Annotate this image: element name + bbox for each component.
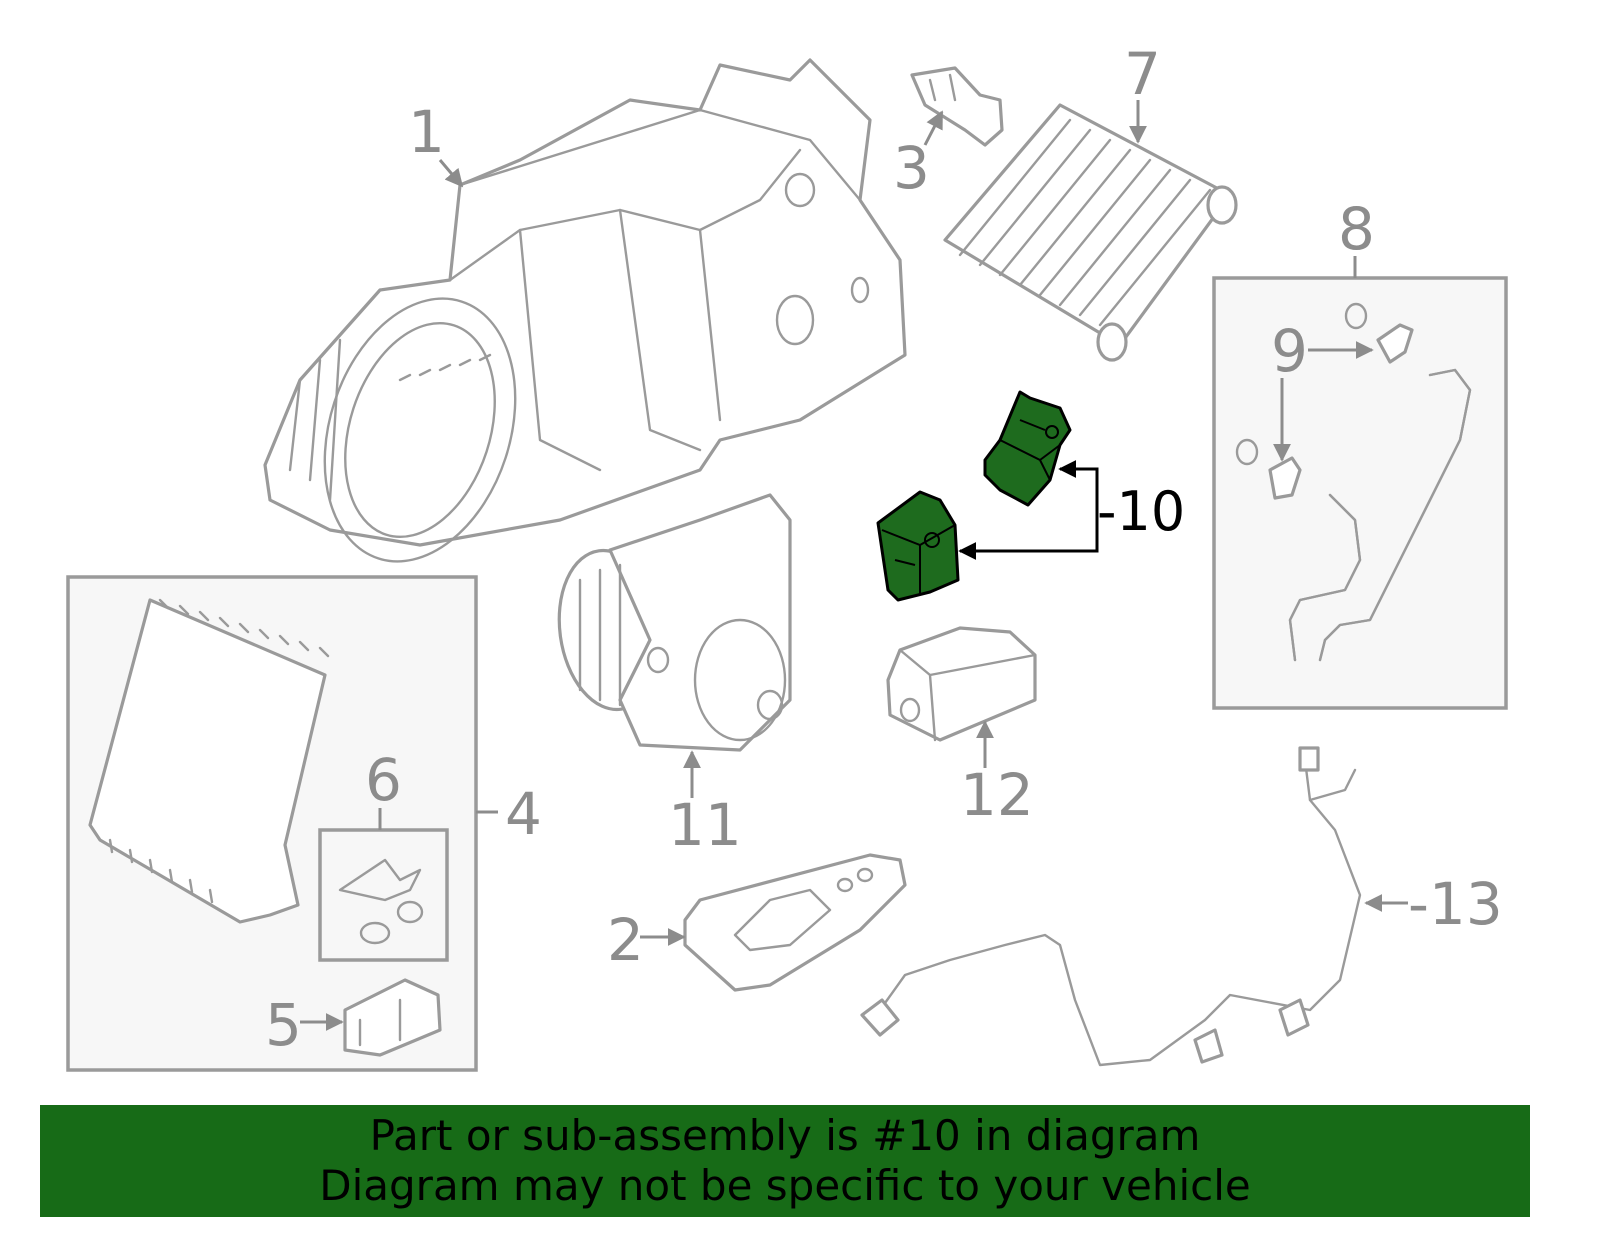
part-4-evaporator <box>88 598 330 924</box>
callout-2: 2 <box>607 906 644 974</box>
callout-8: 8 <box>1338 195 1375 263</box>
box-part-8 <box>1212 276 1508 710</box>
part-2-gasket <box>683 853 907 992</box>
info-banner: Part or sub-assembly is #10 in diagram D… <box>40 1105 1530 1217</box>
banner-line-1: Part or sub-assembly is #10 in diagram <box>369 1111 1201 1160</box>
part-1-hvac-housing <box>263 58 907 563</box>
callout-12: 12 <box>960 761 1034 829</box>
banner-line-2: Diagram may not be specific to your vehi… <box>319 1161 1251 1210</box>
callout-9: 9 <box>1271 317 1308 385</box>
part-6-seal-kit <box>338 858 424 945</box>
callout-7: 7 <box>1124 40 1161 108</box>
callout-1: 1 <box>408 98 445 166</box>
callout-4: 4 <box>505 780 542 848</box>
box-part-6 <box>318 828 449 962</box>
leader-3 <box>923 110 944 146</box>
part-7-heater-core <box>943 103 1238 362</box>
callout-6: 6 <box>365 746 402 814</box>
part-11-blower-motor <box>557 493 792 752</box>
callout-11: 11 <box>668 791 742 859</box>
part-10-actuator-upper <box>983 390 1072 507</box>
part-5-expansion-valve <box>343 978 442 1057</box>
leader-10-upper <box>1058 460 1099 512</box>
part-13-wiring-harness <box>860 746 1362 1067</box>
callout-13: -13 <box>1408 870 1503 938</box>
part-9-clip <box>1268 323 1414 500</box>
part-10-actuator-lower <box>876 490 960 602</box>
callout-3: 3 <box>893 134 930 202</box>
callout-5: 5 <box>265 991 302 1059</box>
part-8-heater-hoses <box>1235 302 1472 662</box>
leader-10-lower <box>958 512 1099 560</box>
callout-10: -10 <box>1097 480 1185 543</box>
part-12-resistor <box>886 626 1037 742</box>
leader-1 <box>438 159 464 188</box>
